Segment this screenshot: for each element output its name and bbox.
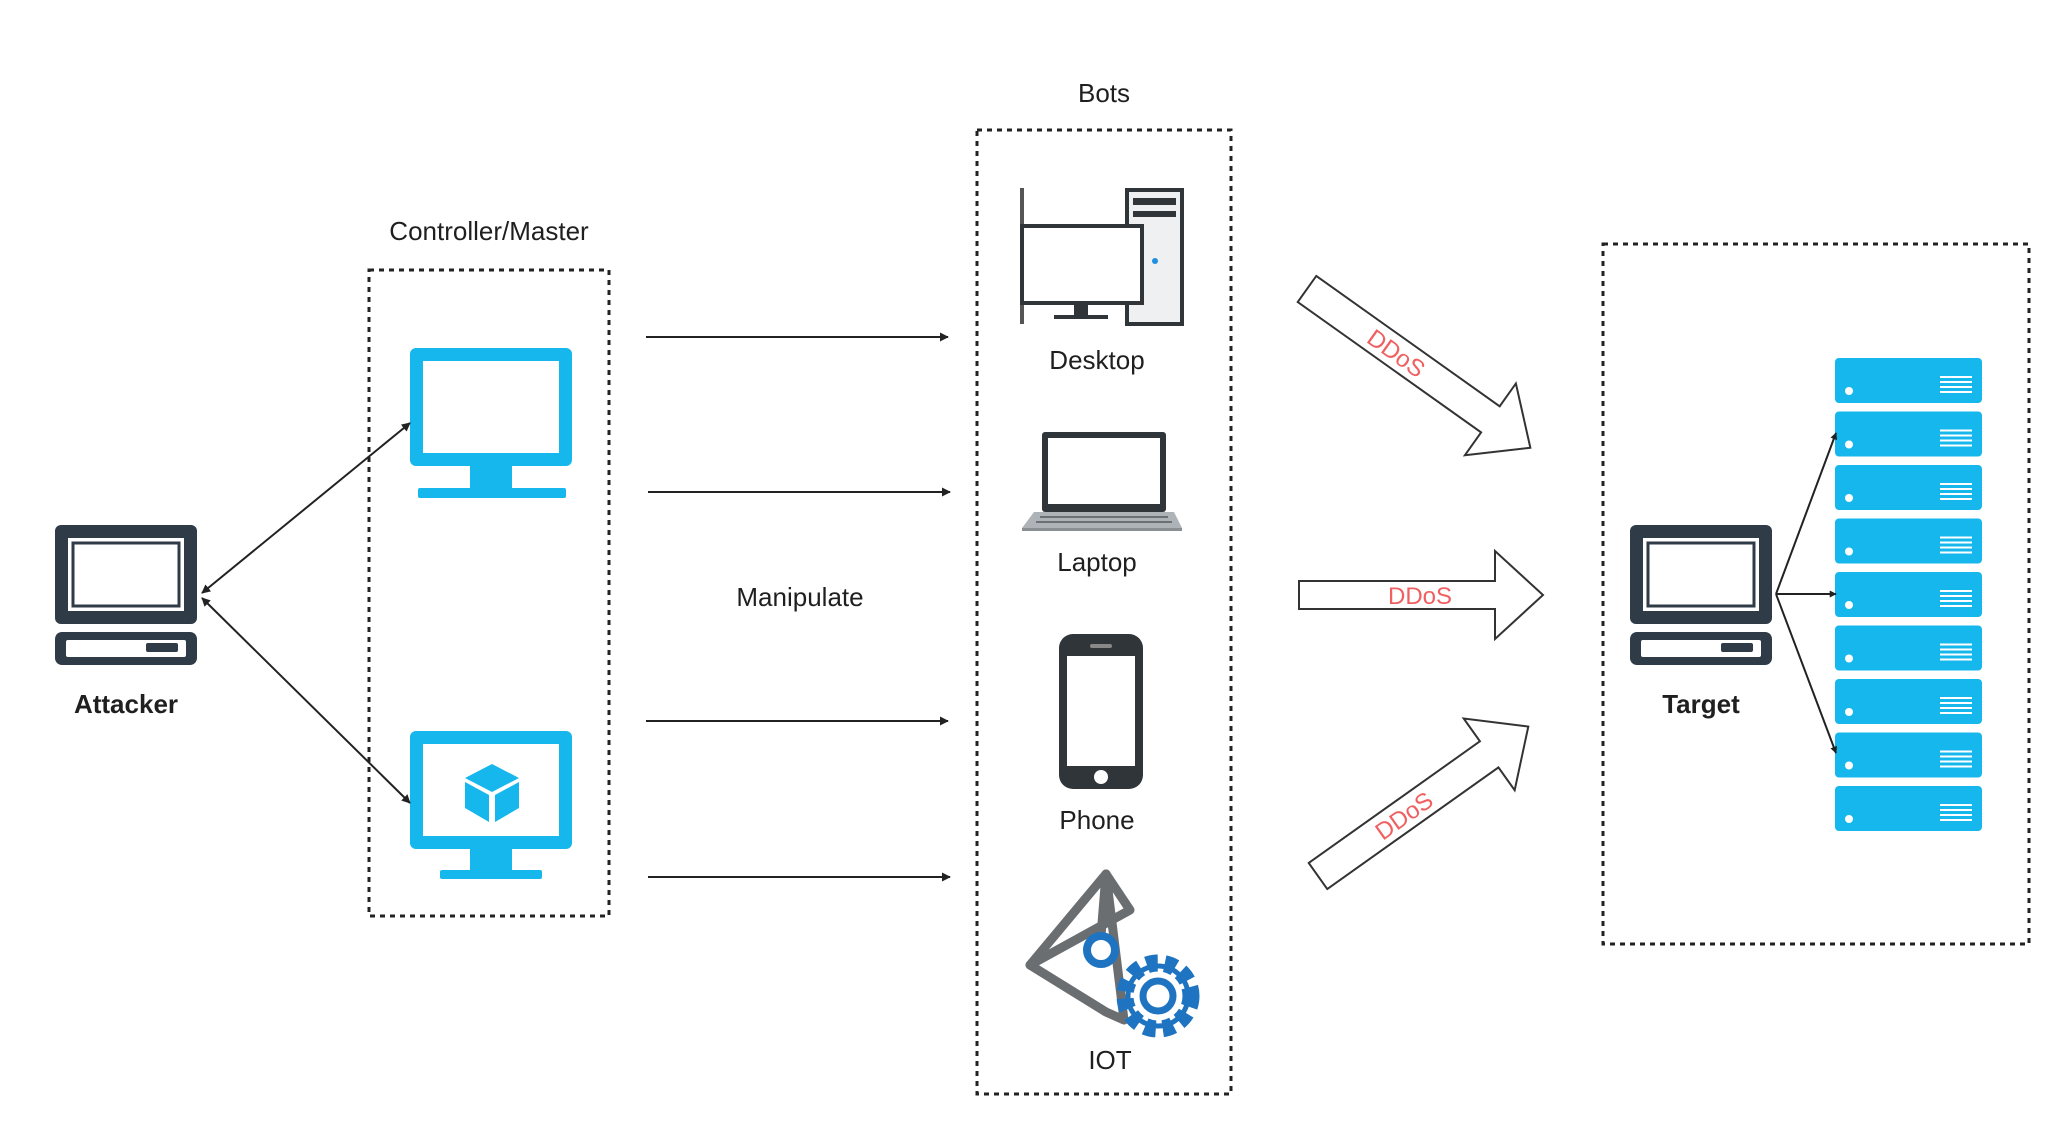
edge-attacker-controller-1 (201, 422, 411, 594)
ddos-arrow-middle: DDoS (1298, 548, 1545, 642)
manipulate-label: Manipulate (736, 582, 863, 612)
desktop-tower-icon (1020, 188, 1184, 326)
controller-group-label: Controller/Master (389, 216, 589, 246)
server-rack-icon (1835, 465, 1982, 510)
laptop-icon (1022, 432, 1182, 531)
phone-node: Phone (1059, 634, 1143, 835)
ddos-label-middle: DDoS (1388, 583, 1452, 610)
iot-label: IOT (1088, 1045, 1131, 1075)
server-rack-icon (1835, 786, 1982, 831)
phone-label: Phone (1059, 805, 1134, 835)
iot-node: IOT (1025, 869, 1200, 1075)
computer-terminal-icon (1630, 525, 1772, 665)
server-rack-icon (1835, 732, 1982, 778)
target-label: Target (1662, 689, 1740, 719)
server-rack-icon (1835, 572, 1982, 617)
server-rack-icon (1835, 679, 1982, 724)
controller-group-box (367, 268, 611, 918)
target-group-box (1601, 242, 2031, 946)
server-rack-icon (1835, 411, 1982, 457)
edge-attacker-controller-2 (201, 597, 411, 804)
attacker-label: Attacker (74, 689, 178, 719)
server-rack-icon (1835, 358, 1982, 403)
attacker-node: Attacker (55, 525, 197, 719)
monitor-icon (410, 348, 572, 498)
server-rack-icon (1835, 625, 1982, 671)
edge-target-servers-3 (1775, 593, 1838, 754)
ddos-arrow-top: DDoS (1296, 274, 1532, 457)
target-node: Target (1630, 525, 1772, 719)
bots-group-box (975, 128, 1233, 1096)
desktop-label: Desktop (1049, 345, 1144, 375)
ddos-arrow-bottom: DDoS (1307, 717, 1530, 891)
smartphone-icon (1059, 634, 1143, 789)
iot-gear-icon (1025, 869, 1200, 1038)
server-rack-icon (1835, 518, 1982, 564)
edge-target-servers-1 (1775, 432, 1838, 595)
server-rack (1835, 358, 1982, 831)
computer-terminal-icon (55, 525, 197, 665)
laptop-node: Laptop (1022, 432, 1182, 577)
laptop-label: Laptop (1057, 547, 1137, 577)
desktop-node: Desktop (1020, 188, 1184, 375)
monitor-cube-icon (410, 731, 572, 879)
bots-group-label: Bots (1078, 78, 1130, 108)
